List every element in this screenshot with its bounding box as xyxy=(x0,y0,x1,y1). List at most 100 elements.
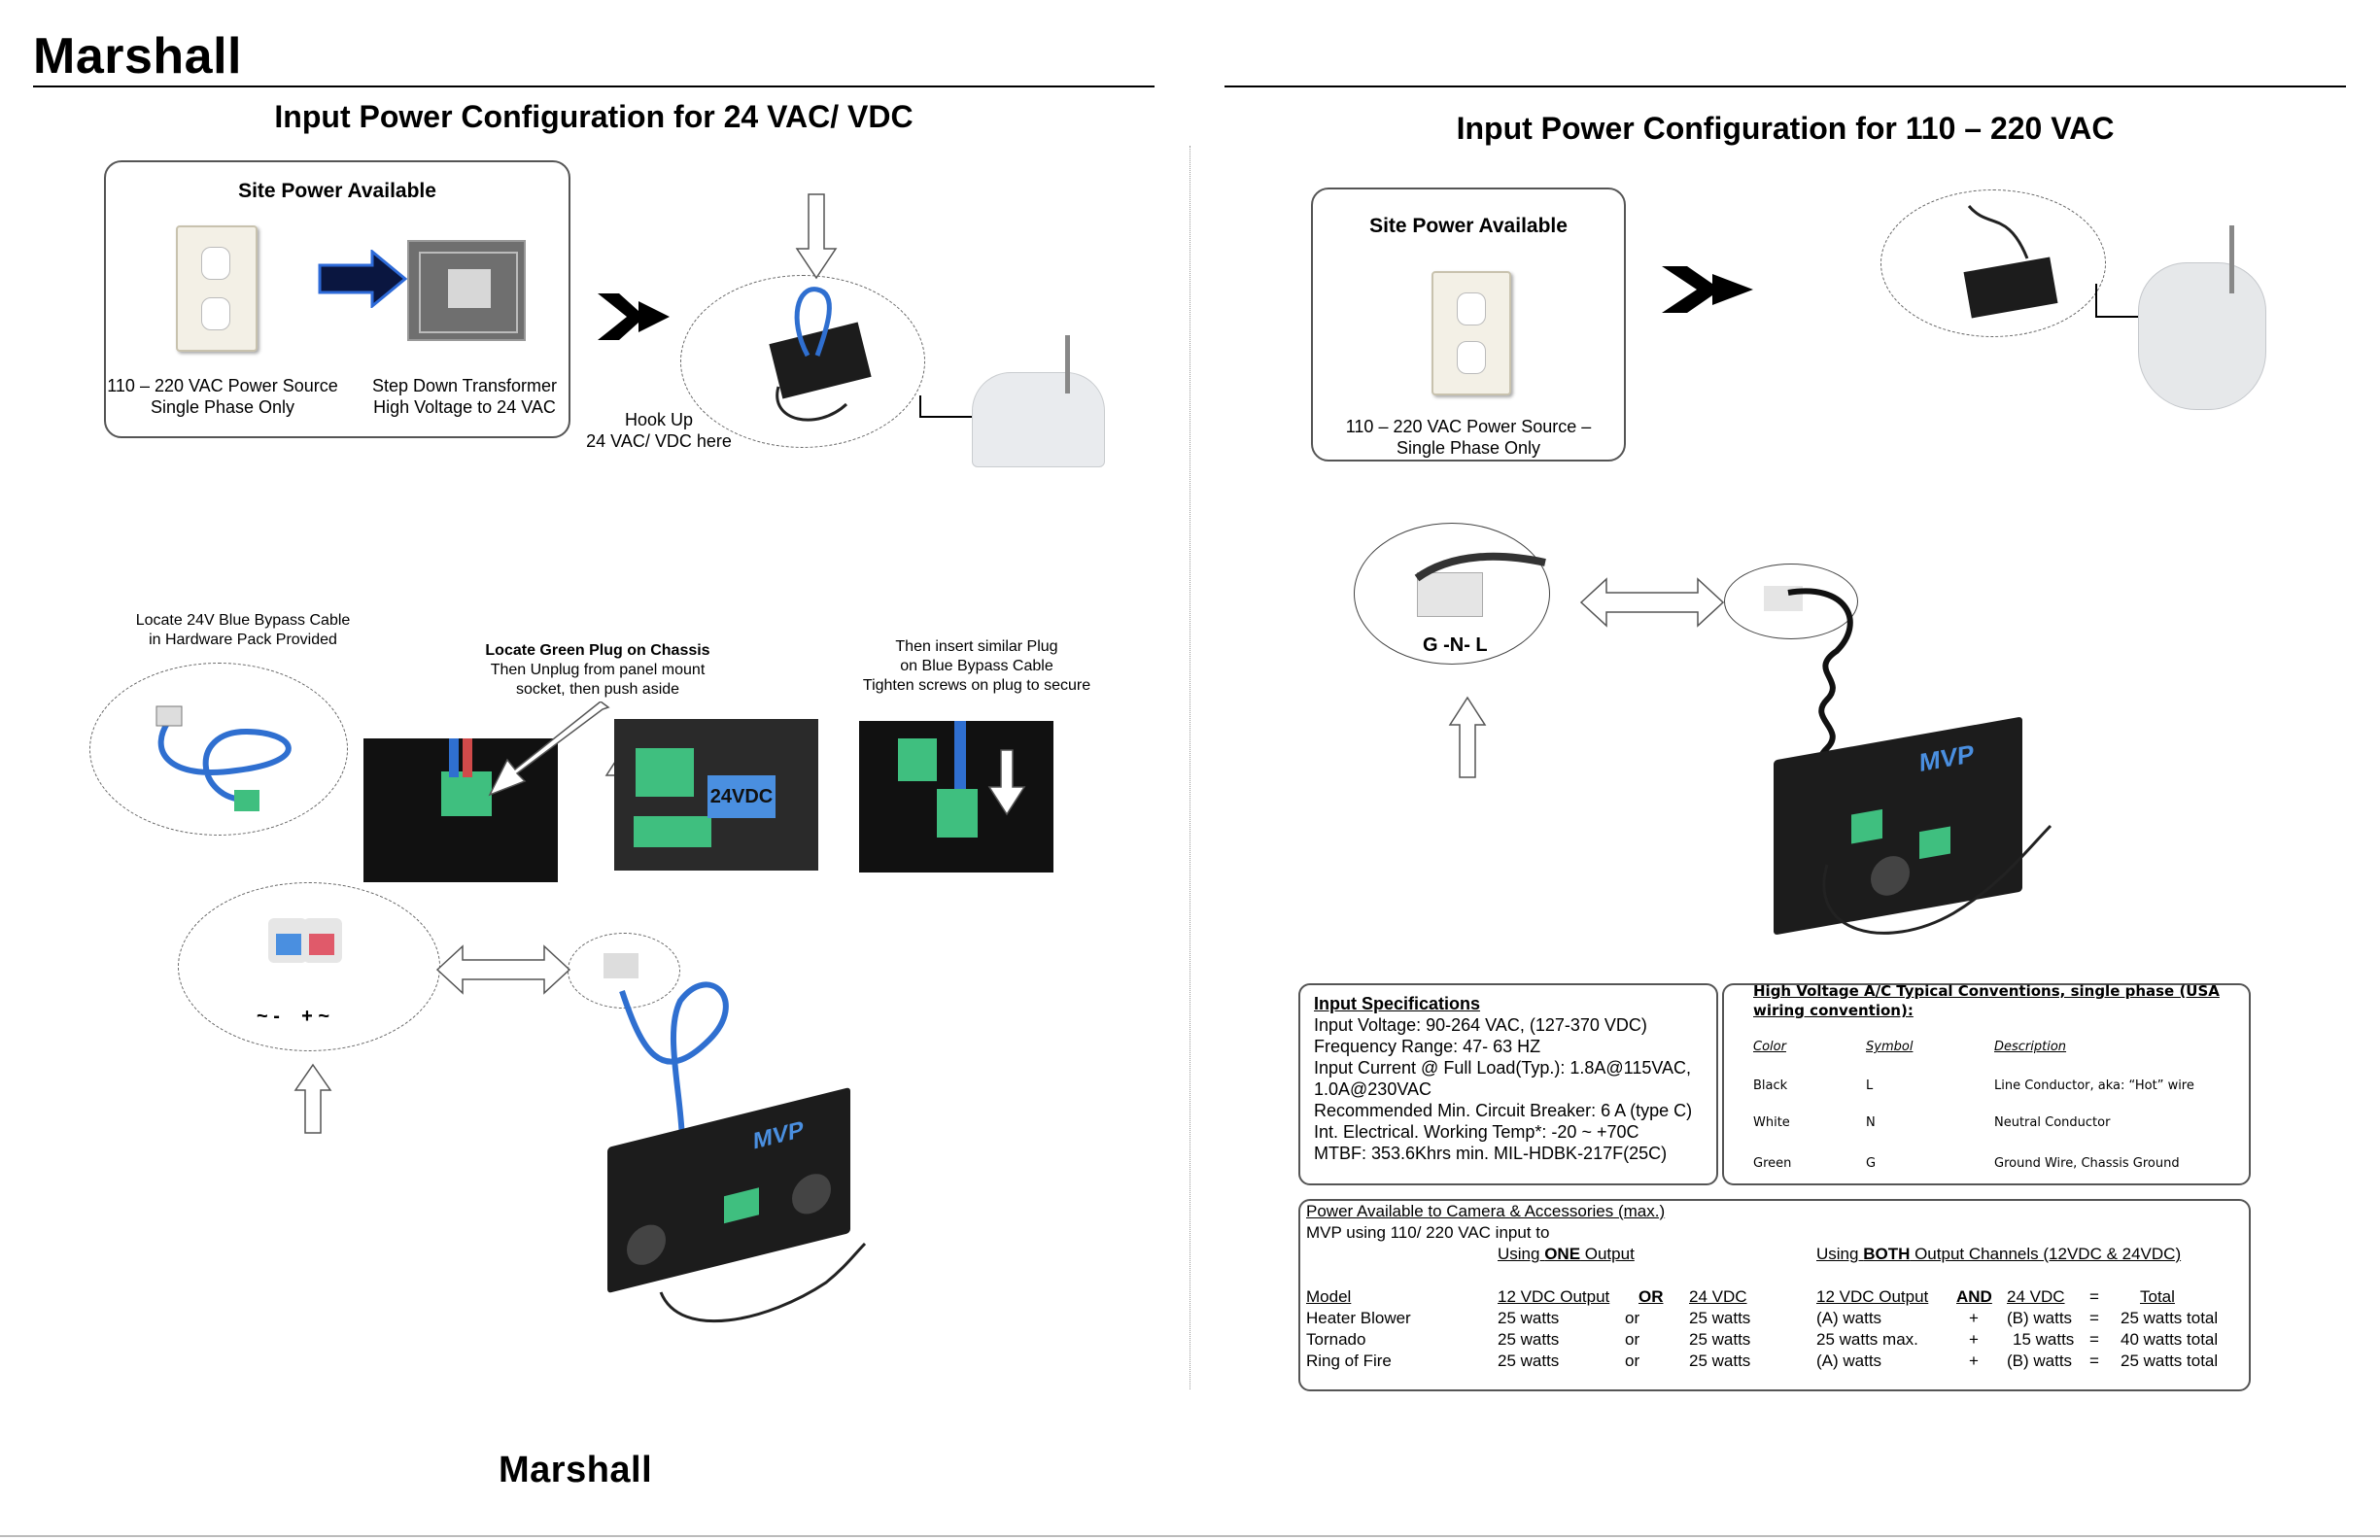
source-caption-1: 110 – 220 VAC Power Source xyxy=(107,376,338,395)
row3-24v: 25 watts xyxy=(1689,1352,1751,1370)
col-model: Model xyxy=(1306,1287,1352,1306)
hollow-up-arrow-2-icon xyxy=(293,1063,332,1134)
blue-bypass-cable-icon xyxy=(155,705,292,811)
bottom-rule xyxy=(0,1535,2380,1537)
site-power-heading: Site Power Available xyxy=(238,180,436,202)
row2-eq: = xyxy=(2089,1330,2099,1349)
row3-a: (A) watts xyxy=(1816,1352,1882,1370)
transformer-caption-2: High Voltage to 24 VAC xyxy=(373,397,556,417)
hookup-caption-2: 24 VAC/ VDC here xyxy=(586,431,732,451)
right-arrow-icon xyxy=(318,250,407,308)
row2-a: 25 watts max. xyxy=(1816,1330,1918,1349)
row3-eq: = xyxy=(2089,1352,2099,1370)
top-rule-right xyxy=(1224,86,2346,87)
dome-camera-image xyxy=(2138,262,2266,410)
col-24vdc-both: 24 VDC xyxy=(2007,1287,2065,1306)
row3-b: (B) watts xyxy=(2007,1352,2073,1370)
input-specs-line-5: Recommended Min. Circuit Breaker: 6 A (t… xyxy=(1314,1101,1693,1120)
camera-housing-image xyxy=(972,372,1105,467)
row1-eq: = xyxy=(2089,1309,2099,1327)
step3-caption-2: on Blue Bypass Cable xyxy=(900,658,1053,674)
24vdc-label: 24VDC xyxy=(707,775,776,818)
input-specs-line-6: Int. Electrical. Working Temp*: -20 ~ +7… xyxy=(1314,1122,1639,1142)
double-arrow-right-icon xyxy=(1579,577,1725,628)
antenna-right-image xyxy=(2229,225,2234,293)
row1-12v: 25 watts xyxy=(1498,1309,1560,1327)
conv-row-1-desc: Line Conductor, aka: “Hot” wire xyxy=(1994,1078,2194,1093)
transformer-image xyxy=(407,240,526,341)
one-output-post: Output xyxy=(1580,1245,1635,1263)
hollow-down-arrow-icon xyxy=(795,193,838,280)
step1-caption-2: in Hardware Pack Provided xyxy=(149,632,337,648)
mvp-label-right: MVP xyxy=(1919,738,1975,778)
brand-logo-bottom: Marshall xyxy=(499,1450,653,1490)
row2-total: 40 watts total xyxy=(2121,1330,2219,1349)
step1-caption-1: Locate 24V Blue Bypass Cable xyxy=(135,612,351,629)
conv-row-1-symbol: L xyxy=(1866,1078,1874,1093)
input-specs-line-1: Input Voltage: 90-264 VAC, (127-370 VDC) xyxy=(1314,1015,1647,1035)
col-equals: = xyxy=(2089,1287,2099,1306)
feather-arrow-icon xyxy=(598,293,670,340)
secure-plug-photo xyxy=(859,721,1053,873)
terminal-label: G -N- L xyxy=(1423,634,1488,656)
hookup-caption-1: Hook Up xyxy=(624,410,694,429)
conv-row-2-color: White xyxy=(1753,1115,1790,1130)
row2-model: Tornado xyxy=(1306,1330,1366,1349)
row3-model: Ring of Fire xyxy=(1306,1352,1392,1370)
col-or: OR xyxy=(1638,1287,1664,1306)
blue-cable-loop-icon xyxy=(619,981,729,1177)
power-cord-right-icon xyxy=(1822,824,2052,935)
site-power-heading-right: Site Power Available xyxy=(1369,215,1568,237)
step3-caption-1: Then insert similar Plug xyxy=(895,638,1058,655)
conv-header-symbol: Symbol xyxy=(1866,1040,1914,1054)
conv-header-description: Description xyxy=(1994,1040,2067,1054)
both-output-post: Output Channels (12VDC & 24VDC) xyxy=(1910,1245,2182,1263)
row2-plus: + xyxy=(1969,1330,1979,1349)
conventions-heading: High Voltage A/C Typical Conventions, si… xyxy=(1753,982,2220,1019)
site-power-box-right: Site Power Available 110 – 220 VAC Power… xyxy=(1311,188,1626,462)
input-specs-line-2: Frequency Range: 47- 63 HZ xyxy=(1314,1037,1541,1056)
conv-header-color: Color xyxy=(1753,1040,1786,1054)
row2-24v: 25 watts xyxy=(1689,1330,1751,1349)
feather-arrow-right-icon xyxy=(1662,266,1753,313)
step2-caption-1: Locate Green Plug on Chassis xyxy=(485,642,710,659)
conv-row-2-symbol: N xyxy=(1866,1115,1876,1130)
right-page-title: Input Power Configuration for 110 – 220 … xyxy=(1456,111,2115,146)
source-caption-right-1: 110 – 220 VAC Power Source – xyxy=(1345,417,1592,436)
device-closeup-ellipse xyxy=(680,275,925,448)
row1-total: 25 watts total xyxy=(2121,1309,2219,1327)
row3-12v: 25 watts xyxy=(1498,1352,1560,1370)
row1-or: or xyxy=(1625,1309,1640,1327)
power-heading: Power Available to Camera & Accessories … xyxy=(1306,1202,1666,1220)
top-rule-left xyxy=(33,86,1155,87)
mvp-label-left: MVP xyxy=(753,1115,805,1155)
step3-caption-3: Tighten screws on plug to secure xyxy=(862,677,1091,694)
row3-plus: + xyxy=(1969,1352,1979,1370)
bypass-cable-ellipse xyxy=(89,663,348,836)
site-power-box-left: Site Power Available 110 – 220 VAC Power… xyxy=(104,160,570,438)
wall-outlet-right-image xyxy=(1431,271,1511,395)
step2-caption-2: Then Unplug from panel mount xyxy=(490,662,706,678)
step2-caption-3: socket, then push aside xyxy=(515,681,680,698)
input-specs-heading: Input Specifications xyxy=(1314,994,1481,1013)
white-down-arrow-icon xyxy=(987,749,1026,816)
green-plug-photo: 24VDC xyxy=(614,719,818,871)
row1-a: (A) watts xyxy=(1816,1309,1882,1327)
both-output-heading: Using BOTH Output Channels (12VDC & 24VD… xyxy=(1816,1244,2181,1265)
source-caption-2: Single Phase Only xyxy=(150,397,295,417)
row2-or: or xyxy=(1625,1330,1640,1349)
input-specs-box xyxy=(1298,983,1718,1185)
conv-row-1-color: Black xyxy=(1753,1078,1788,1093)
power-available-box xyxy=(1298,1199,2251,1391)
row1-plus: + xyxy=(1969,1309,1979,1327)
both-output-pre: Using xyxy=(1816,1245,1864,1263)
source-caption-right-2: Single Phase Only xyxy=(1396,438,1541,458)
power-cord-icon xyxy=(659,1242,867,1323)
white-pointer-arrow-icon xyxy=(488,702,610,797)
double-arrow-icon xyxy=(435,944,571,995)
transformer-caption-1: Step Down Transformer xyxy=(371,376,558,395)
both-output-bold: BOTH xyxy=(1863,1245,1911,1263)
col-total: Total xyxy=(2140,1287,2175,1306)
conventions-box xyxy=(1722,983,2251,1185)
col-and: AND xyxy=(1956,1287,1992,1306)
